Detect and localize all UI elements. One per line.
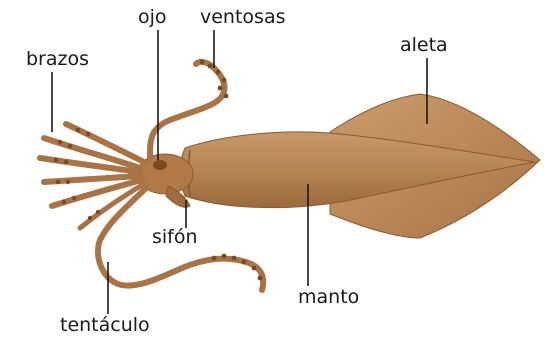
- label-ventosas: ventosas: [200, 8, 286, 27]
- label-sifon: sifón: [152, 228, 198, 247]
- label-tentaculo: tentáculo: [60, 316, 150, 335]
- eye-shape: [153, 160, 167, 170]
- arms: [40, 124, 144, 228]
- label-brazos: brazos: [26, 50, 89, 69]
- label-aleta: aleta: [400, 36, 448, 55]
- label-ojo: ojo: [138, 8, 167, 27]
- label-manto: manto: [298, 288, 359, 307]
